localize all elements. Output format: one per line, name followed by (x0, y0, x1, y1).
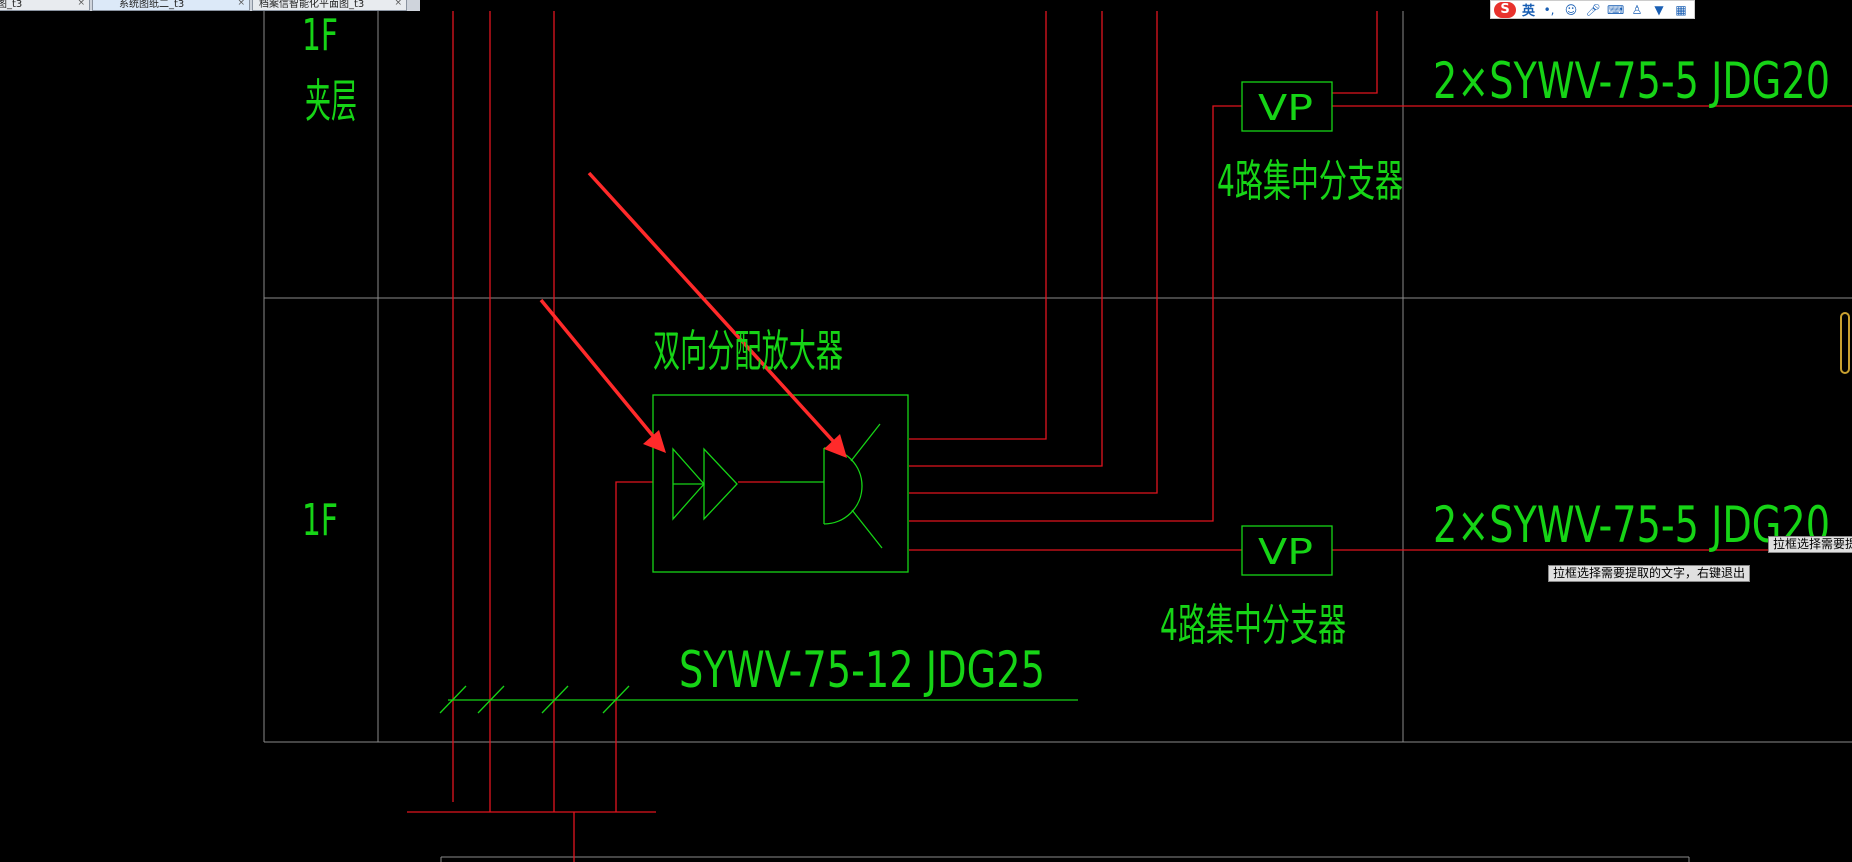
tab-label: 图_t3 (0, 0, 23, 10)
close-icon[interactable]: × (237, 0, 245, 8)
ime-mode-indicator[interactable]: 英 (1522, 4, 1536, 19)
arrow-head-icon (643, 430, 666, 453)
vp-label-top: VP (1258, 88, 1313, 129)
user-icon[interactable]: ♙ (1631, 2, 1643, 17)
main-cable-spec: SYWV-75-12 JDG25 (679, 641, 1045, 699)
annotation-arrows (539, 171, 847, 458)
distributor-branch (851, 509, 883, 549)
cable-spec-mid: 2×SYWV-75-5 JDG20 (1433, 496, 1830, 554)
command-tooltip-right: 拉框选择需要提 (1768, 536, 1852, 553)
close-icon[interactable]: × (394, 0, 402, 8)
arrow-shaft (587, 171, 835, 443)
splitter-label-bottom: 4路集中分支器 (1160, 600, 1346, 651)
amplifier-label: 双向分配放大器 (653, 326, 843, 377)
skin-shirt-icon[interactable]: ▼ (1654, 2, 1664, 17)
splitter-wire (1332, 11, 1378, 94)
tab-document-1[interactable]: 图_t3 × (0, 0, 90, 11)
cable-spec-top: 2×SYWV-75-5 JDG20 (1433, 52, 1830, 110)
distributor-branch (850, 423, 881, 462)
tick-mark (541, 685, 569, 714)
punctuation-icon[interactable]: •, (1543, 2, 1555, 17)
document-tab-bar: 图_t3 × 系统图纸二_t3 × 档案信智能化平面图_t3 × (0, 0, 420, 11)
arrow-shaft (539, 298, 655, 438)
microphone-icon[interactable]: 🎤︎ (1585, 2, 1601, 17)
ime-toolbar: S 英 •, ☺ 🎤︎ ⌨ ♙ ▼ ▦ (1490, 0, 1695, 19)
amplifier-triangle-icon (703, 447, 738, 521)
vp-box-top (1241, 81, 1333, 132)
amplifier-box (652, 394, 909, 573)
tick-mark (477, 685, 505, 714)
red-wiring (407, 11, 1852, 862)
output-wire (909, 105, 1242, 522)
distributor-icon (823, 447, 863, 525)
output-wire (909, 11, 1103, 467)
close-icon[interactable]: × (77, 0, 85, 8)
mezzanine-label: 夹层 (305, 74, 357, 128)
riser-wire (615, 481, 653, 812)
tab-document-2[interactable]: 系统图纸二_t3 × (92, 0, 250, 11)
floor-label-mezzanine: 1F (302, 10, 338, 61)
green-symbols (439, 81, 1333, 714)
tick-mark (602, 685, 630, 714)
scrollbar-thumb[interactable] (1840, 312, 1850, 374)
vp-box-bottom (1241, 525, 1333, 576)
tab-label: 档案信智能化平面图_t3 (259, 0, 365, 10)
toolbox-grid-icon[interactable]: ▦ (1675, 2, 1687, 17)
floor-label-1f: 1F (302, 495, 338, 546)
output-wire (909, 11, 1047, 440)
vp-label-bottom: VP (1258, 532, 1313, 573)
output-wire (909, 11, 1158, 494)
tick-mark (439, 685, 467, 714)
arrow-head-icon (824, 434, 847, 458)
command-tooltip: 拉框选择需要提取的文字，右键退出 (1548, 565, 1751, 582)
tab-document-3[interactable]: 档案信智能化平面图_t3 × (252, 0, 407, 11)
sogou-logo-icon[interactable]: S (1494, 1, 1516, 18)
tab-label: 系统图纸二_t3 (119, 0, 185, 10)
keyboard-icon[interactable]: ⌨ (1607, 2, 1625, 17)
splitter-label-top: 4路集中分支器 (1217, 156, 1403, 207)
grid-frame (263, 11, 1852, 862)
cad-text: 1F 夹层 1F 双向分配放大器 VP VP 4路集中分支器 4路集中分支器 2… (302, 10, 1830, 699)
emoji-icon[interactable]: ☺ (1564, 2, 1578, 17)
